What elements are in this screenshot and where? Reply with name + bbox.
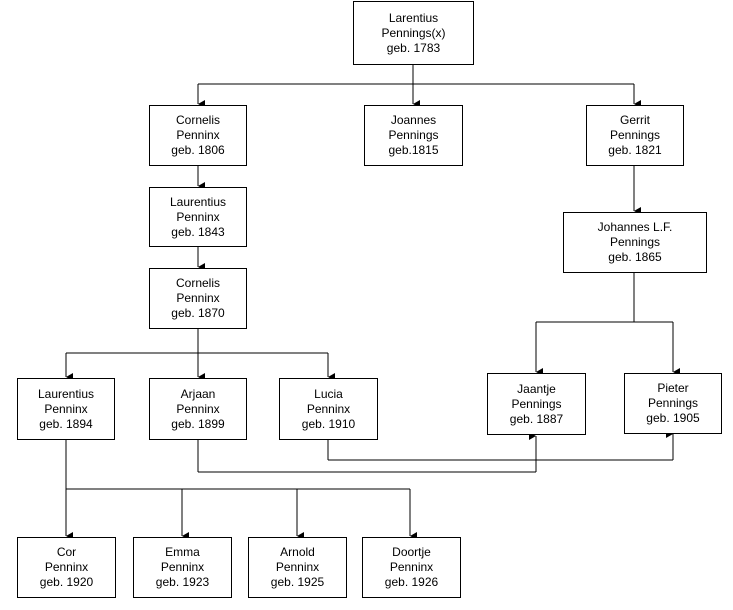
node-first-name: Lucia	[314, 386, 343, 401]
node-first-name: Gerrit	[620, 113, 650, 127]
node-surname: Penninx	[176, 209, 220, 224]
node-birth-year: geb. 1821	[608, 143, 662, 157]
node-surname: Pennings	[609, 235, 661, 249]
node-birth-year: geb. 1783	[386, 40, 441, 55]
node-pieter-1905: Pieter Pennings geb. 1905	[624, 373, 722, 434]
node-first-name: Johannes L.F.	[597, 220, 673, 234]
node-birth-year: geb. 1899	[171, 416, 225, 431]
node-birth-year: geb.1815	[388, 143, 439, 157]
node-birth-year: geb. 1887	[509, 411, 564, 426]
node-first-name: Laurentius	[37, 386, 95, 401]
node-first-name: Cornelis	[175, 276, 220, 290]
node-laurentius-1843: Laurentius Penninx geb. 1843	[149, 187, 247, 247]
node-birth-year: geb. 1920	[39, 575, 94, 589]
node-birth-year: geb. 1926	[384, 575, 439, 589]
node-larentius-1783: Larentius Pennings(x) geb. 1783	[353, 1, 474, 65]
node-first-name: Cor	[56, 545, 77, 559]
node-surname: Penninx	[306, 401, 351, 416]
node-surname: Pennings(x)	[381, 25, 446, 40]
node-surname: Penninx	[275, 560, 320, 574]
node-first-name: Pieter	[657, 381, 689, 395]
node-arjaan-1899: Arjaan Penninx geb. 1899	[149, 378, 247, 440]
node-surname: Penninx	[176, 401, 220, 416]
node-birth-year: geb. 1910	[301, 416, 356, 431]
node-first-name: Larentius	[388, 10, 439, 25]
node-laurentius-1894: Laurentius Penninx geb. 1894	[17, 378, 115, 440]
node-first-name: Laurentius	[169, 194, 227, 209]
node-birth-year: geb. 1923	[155, 575, 210, 589]
node-first-name: Arnold	[280, 545, 315, 559]
node-surname: Pennings	[511, 396, 562, 411]
node-cor-1920: Cor Penninx geb. 1920	[17, 537, 116, 598]
node-surname: Penninx	[44, 560, 89, 574]
node-lucia-1910: Lucia Penninx geb. 1910	[279, 378, 378, 440]
node-surname: Penninx	[176, 128, 220, 142]
node-birth-year: geb. 1905	[646, 411, 700, 425]
node-surname: Penninx	[160, 560, 205, 574]
node-first-name: Arjaan	[180, 386, 216, 401]
node-cornelis-1870: Cornelis Penninx geb. 1870	[149, 268, 247, 329]
node-jaantje-1887: Jaantje Pennings geb. 1887	[487, 373, 586, 435]
node-surname: Penninx	[389, 560, 434, 574]
node-arnold-1925: Arnold Penninx geb. 1925	[248, 537, 347, 598]
node-birth-year: geb. 1843	[171, 224, 225, 239]
node-birth-year: geb. 1870	[171, 306, 225, 320]
node-first-name: Emma	[165, 545, 200, 559]
node-first-name: Joannes	[390, 113, 437, 127]
node-johannes-1865: Johannes L.F. Pennings geb. 1865	[563, 212, 707, 273]
node-first-name: Jaantje	[517, 381, 556, 396]
node-joannes-1815: Joannes Pennings geb.1815	[364, 105, 463, 166]
node-first-name: Doortje	[392, 545, 431, 559]
node-birth-year: geb. 1925	[270, 575, 325, 589]
node-birth-year: geb. 1865	[608, 250, 662, 264]
node-surname: Penninx	[176, 291, 220, 305]
node-surname: Pennings	[647, 396, 699, 410]
node-birth-year: geb. 1894	[39, 416, 93, 431]
node-surname: Pennings	[388, 128, 439, 142]
node-gerrit-1821: Gerrit Pennings geb. 1821	[586, 105, 684, 166]
node-doortje-1926: Doortje Penninx geb. 1926	[362, 537, 461, 598]
node-cornelis-1806: Cornelis Penninx geb. 1806	[149, 105, 247, 166]
node-birth-year: geb. 1806	[171, 143, 225, 157]
node-surname: Pennings	[609, 128, 661, 142]
node-first-name: Cornelis	[175, 113, 220, 127]
node-emma-1923: Emma Penninx geb. 1923	[133, 537, 232, 598]
node-surname: Penninx	[44, 401, 88, 416]
